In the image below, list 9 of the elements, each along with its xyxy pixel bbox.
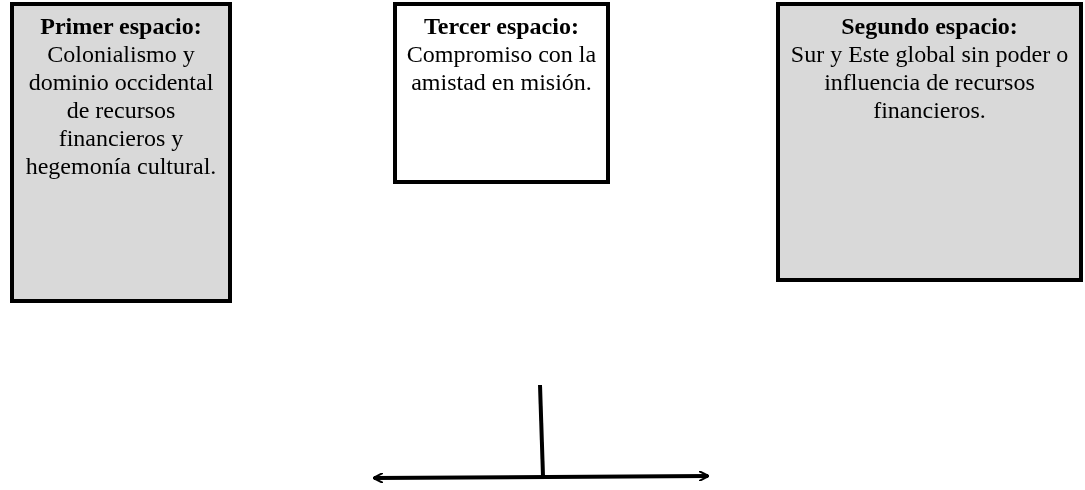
box-text: Sur y Este global sin poder o influencia de recursos financieros. <box>789 40 1070 124</box>
concept-box <box>393 2 610 184</box>
box-text: Colonialismo y dominio occidental de recursos financieros y hegemonía cultural. <box>24 40 218 180</box>
box-heading: Tercer espacio: <box>423 12 580 40</box>
box-text: Compromiso con la amistad en misión. <box>405 40 598 96</box>
box-heading: Segundo espacio: <box>840 12 1019 40</box>
shaded-concept-box <box>776 2 1083 282</box>
box-heading: Primer espacio: <box>39 12 203 40</box>
shaded-concept-box <box>10 2 232 303</box>
